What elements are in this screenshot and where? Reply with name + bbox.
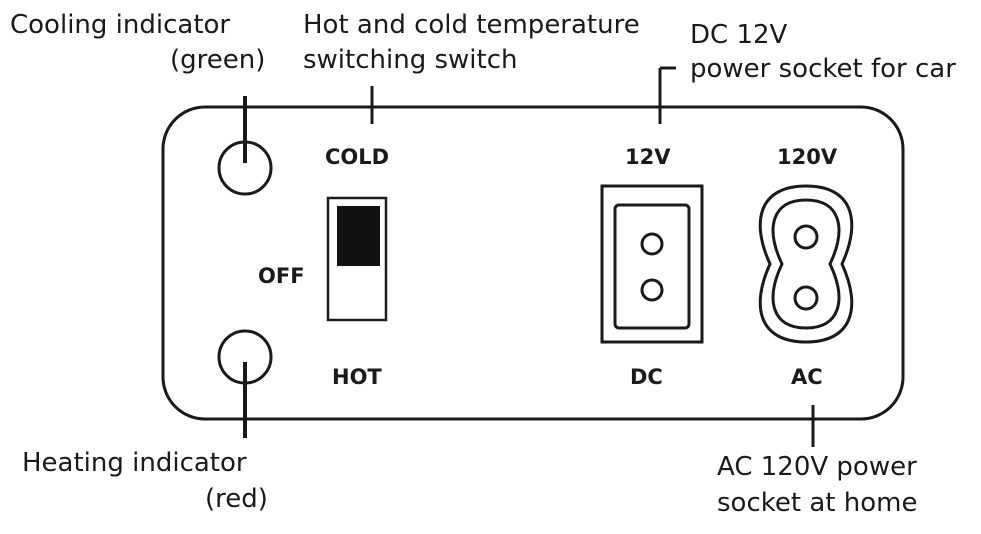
ac-socket-label-line1: AC 120V power [717,452,917,482]
off-label: OFF [258,264,305,288]
ac-pin-top [793,224,819,250]
dc-socket-outer [600,184,704,344]
dc-socket-label-line2: power socket for car [690,54,956,84]
dc-socket-inner [613,203,691,330]
ac-voltage-label: 120V [777,145,838,169]
cold-label: COLD [325,145,390,169]
dc-socket-label-line1: DC 12V [690,20,788,50]
cooling-indicator-label-line1: Cooling indicator [10,10,231,40]
dc-voltage-label: 12V [625,145,671,169]
ac-socket-inner [771,198,841,330]
switch-label-line2: switching switch [303,45,518,75]
dc-pin-bottom [640,278,664,302]
panel-outline [161,105,905,421]
switch-label-line1: Hot and cold temperature [303,10,640,40]
ac-socket-label-line2: socket at home [717,488,918,518]
ac-pin-bottom [793,285,819,311]
heating-indicator-label-line1: Heating indicator [22,448,247,478]
dc-label: DC [630,365,663,389]
hot-label: HOT [332,365,382,389]
ac-socket-outer [758,184,854,344]
heating-indicator-label-line2: (red) [205,484,268,514]
dc-pin-top [640,232,664,256]
ac-label: AC [791,365,823,389]
temperature-switch[interactable] [326,196,388,322]
cooling-indicator-label-line2: (green) [170,45,266,75]
switch-rocker-knob [337,206,380,266]
